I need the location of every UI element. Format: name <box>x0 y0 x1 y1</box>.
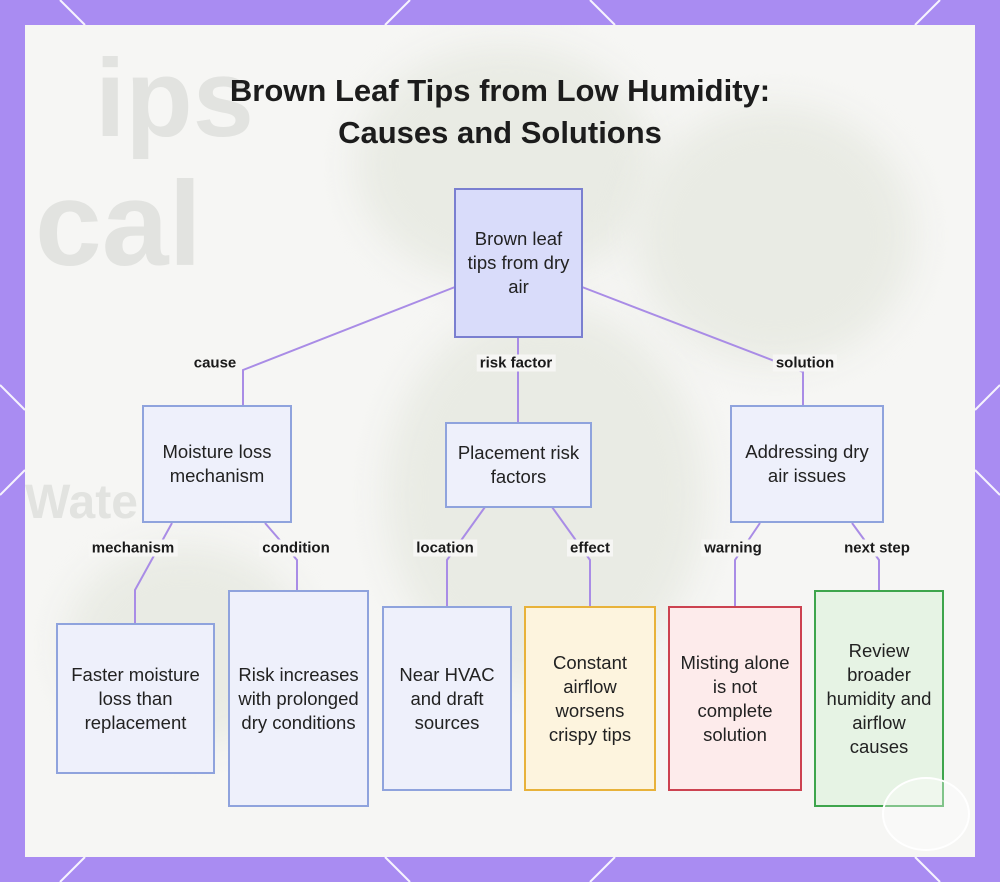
node-moisture-loss: Moisture loss mechanism <box>142 405 292 523</box>
edge-label-location: location <box>413 540 477 557</box>
node-near-hvac: Near HVAC and draft sources <box>382 606 512 791</box>
node-placement-label: Placement risk factors <box>455 441 582 489</box>
node-constant-airflow: Constant airflow worsens crispy tips <box>524 606 656 791</box>
node-root-label: Brown leaf tips from dry air <box>464 227 573 299</box>
node-review-broader-label: Review broader humidity and airflow caus… <box>824 639 934 759</box>
node-review-broader: Review broader humidity and airflow caus… <box>814 590 944 807</box>
edge-label-warning: warning <box>701 540 765 557</box>
edge-label-condition: condition <box>259 540 333 557</box>
edge-label-next-step: next step <box>841 540 913 557</box>
node-risk-increases: Risk increases with prolonged dry condit… <box>228 590 369 807</box>
node-misting-alone-label: Misting alone is not complete solution <box>678 651 792 747</box>
node-misting-alone: Misting alone is not complete solution <box>668 606 802 791</box>
node-addressing: Addressing dry air issues <box>730 405 884 523</box>
node-faster-moisture: Faster moisture loss than replacement <box>56 623 215 774</box>
node-placement: Placement risk factors <box>445 422 592 508</box>
node-addressing-label: Addressing dry air issues <box>740 440 874 488</box>
node-constant-airflow-label: Constant airflow worsens crispy tips <box>534 651 646 747</box>
node-root: Brown leaf tips from dry air <box>454 188 583 338</box>
edge-label-cause: cause <box>191 355 240 372</box>
edge-label-solution: solution <box>773 355 837 372</box>
edge-label-mechanism: mechanism <box>89 540 178 557</box>
node-faster-moisture-label: Faster moisture loss than replacement <box>66 663 205 735</box>
edge-label-risk-factor: risk factor <box>477 355 556 372</box>
node-moisture-loss-label: Moisture loss mechanism <box>152 440 282 488</box>
node-near-hvac-label: Near HVAC and draft sources <box>392 663 502 735</box>
watermark-badge-icon <box>882 777 970 851</box>
node-risk-increases-label: Risk increases with prolonged dry condit… <box>238 663 359 735</box>
edge-label-effect: effect <box>567 540 613 557</box>
